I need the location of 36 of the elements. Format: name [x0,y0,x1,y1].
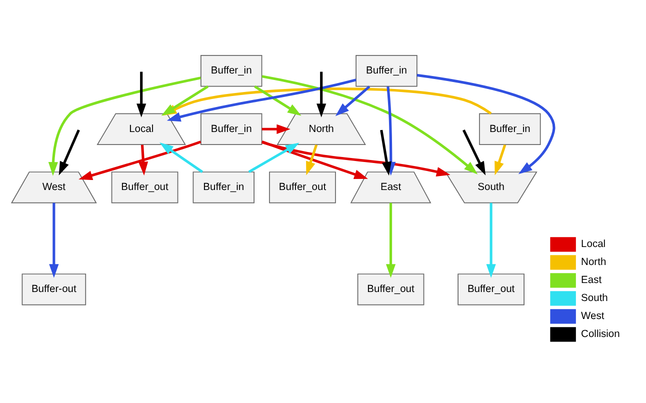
arrow [166,78,356,122]
node-box: Buffer_out [357,273,424,305]
arrow [486,202,496,278]
arrow [262,74,478,174]
arrow [335,85,370,116]
node-box: Buffer_in [479,112,541,144]
arrow [262,124,290,134]
arrow [386,202,396,278]
arrow [306,144,318,175]
node-box: Buffer_in [200,54,262,86]
arrow [49,202,59,278]
legend-label: North [581,256,606,268]
arrow [262,140,368,178]
arrow [462,128,486,175]
legend-label: South [581,292,608,304]
node-box: Buffer-out [22,273,86,305]
node-box: Buffer_in [192,171,254,203]
node-box: Buffer_in [200,112,262,144]
arrow [254,84,302,116]
node-box: Buffer_out [269,171,336,203]
legend-label: Collision [581,328,620,340]
legend-label: Local [581,238,606,250]
arrow [160,142,204,172]
arrow [248,142,300,173]
arrow [58,129,80,175]
arrow [316,71,326,117]
node-box: Buffer_out [111,171,178,203]
arrow [494,144,506,175]
arrow [136,71,146,117]
node-box: Buffer_out [458,273,524,305]
arrow [48,76,201,176]
legend-label: West [581,310,604,322]
legend-label: East [581,274,602,286]
arrow [138,144,148,175]
arrow [416,73,556,174]
node-box: Buffer_in [356,54,418,86]
